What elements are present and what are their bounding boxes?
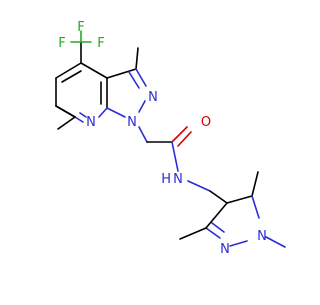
bond-n1-n2 — [229, 240, 248, 247]
atom-n-pyridine: N — [86, 115, 96, 130]
atom-f-right: F — [97, 36, 104, 51]
bond-n2-c3 — [205, 227, 221, 239]
molecule-svg: F F F N N N O N H N N — [55, 20, 286, 257]
atom-n2-trimethylpyrazole: N — [220, 242, 230, 257]
bond-n7-c7a — [98, 107, 108, 118]
bond-c5-n1 — [251, 195, 260, 219]
bond-c3-n2 — [135, 68, 147, 87]
bond-nh-ch2 — [187, 180, 211, 192]
atom-label-layer: F F F N N N O N H N N — [58, 20, 267, 257]
bond-c4-c3a — [80, 62, 108, 79]
atom-n2-pyrazole: N — [148, 90, 158, 105]
bond-c6-methyl — [57, 116, 76, 130]
bond-n2-c3-inner — [211, 222, 225, 233]
bond-c-nh — [171, 141, 179, 172]
atom-o-carbonyl: O — [201, 115, 211, 130]
bond-c5-c4 — [55, 62, 82, 79]
bond-layer — [55, 30, 286, 248]
bond-ch2-c4 — [209, 190, 228, 204]
bond-c-o-double — [177, 131, 192, 147]
bond-c3-methyl — [135, 47, 139, 70]
atom-n-amide: N — [173, 172, 183, 187]
bond-c6-n7-inner — [79, 112, 87, 118]
atom-f-top: F — [77, 20, 84, 35]
bond-n1-c7a — [106, 107, 126, 118]
bond-c6-n7 — [74, 116, 84, 123]
atom-f-left: F — [58, 36, 65, 51]
bond-c5-methyl — [251, 171, 259, 197]
bond-c3a-c3 — [106, 68, 137, 79]
bond-n1-ch2 — [138, 126, 148, 143]
atom-n1-pyrazole: N — [127, 115, 137, 130]
molecule-structure-diagram: F F F N N N O N H N N — [55, 20, 286, 257]
bond-c5-c4-inner — [61, 70, 82, 83]
bond-c3-methyl — [179, 227, 207, 240]
bond-n2-n1 — [138, 100, 146, 113]
bond-c5-c6-ring — [55, 105, 76, 118]
bond-c-o — [171, 126, 188, 143]
atom-n1-trimethylpyrazole: N — [257, 229, 267, 244]
bond-n1-methyl — [265, 236, 286, 248]
bond-c3-c4 — [205, 202, 228, 229]
bond-c4-c5 — [226, 195, 253, 204]
bond-c3-n2-inner — [128, 71, 140, 89]
atom-h-amide: H — [161, 172, 171, 187]
